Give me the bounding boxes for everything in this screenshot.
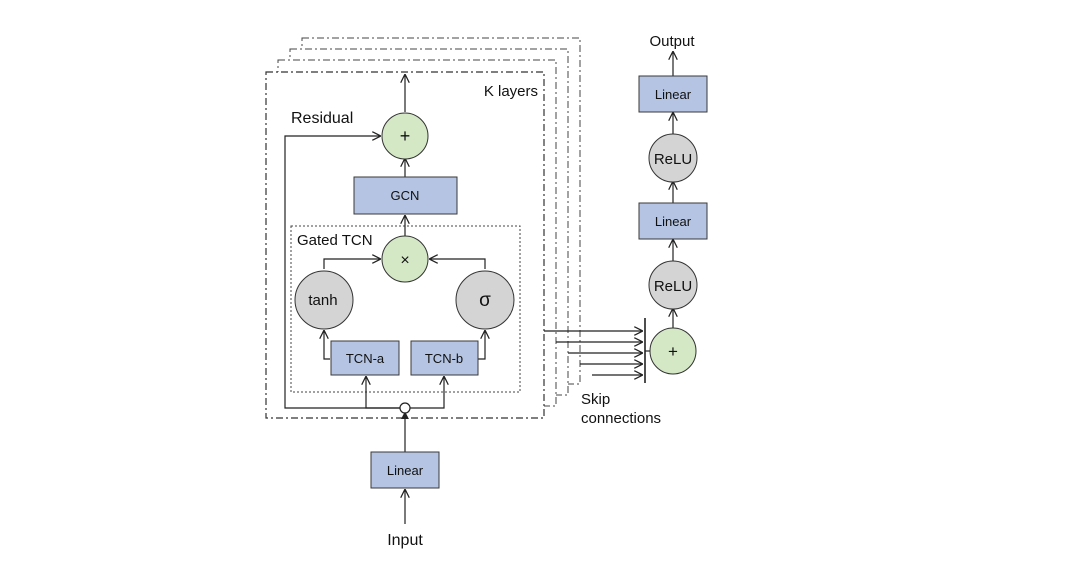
input-label: Input <box>387 532 423 549</box>
node-relu-upper-label: ReLU <box>654 151 692 168</box>
skip-connections-label-line2: connections <box>581 410 661 427</box>
node-plus-skip-label: + <box>668 342 678 361</box>
node-linear-middle: Linear <box>638 202 708 240</box>
split-junction <box>399 402 411 414</box>
node-multiply: × <box>381 235 429 283</box>
skip-connections-label-line1: Skip <box>581 391 610 408</box>
node-plus-residual-label: + <box>400 126 411 146</box>
arrow-sigma-to-multiply <box>430 259 486 269</box>
node-tcn-a: TCN-a <box>330 340 400 376</box>
node-multiply-label: × <box>400 252 409 269</box>
node-gcn: GCN <box>353 176 458 215</box>
residual-label: Residual <box>291 110 353 127</box>
node-plus-skip: + <box>649 327 697 375</box>
path-to-tcn-b <box>410 377 444 409</box>
output-label: Output <box>649 33 695 50</box>
node-linear-input-label: Linear <box>387 463 424 478</box>
arrow-tcn-b-to-sigma <box>478 331 485 360</box>
node-linear-output: Linear <box>638 75 708 113</box>
node-linear-middle-label: Linear <box>655 214 692 229</box>
node-tcn-b: TCN-b <box>410 340 479 376</box>
node-tcn-b-label: TCN-b <box>425 351 463 366</box>
node-relu-lower: ReLU <box>648 260 698 310</box>
node-tanh-label: tanh <box>308 292 337 309</box>
node-linear-input: Linear <box>370 451 440 489</box>
arrow-tanh-to-multiply <box>323 259 380 269</box>
arrow-tcn-a-to-tanh <box>324 331 330 360</box>
residual-path <box>284 136 400 409</box>
node-relu-lower-label: ReLU <box>654 278 692 295</box>
path-to-tcn-a <box>366 377 400 409</box>
node-sigma: σ <box>455 270 515 330</box>
node-tanh: tanh <box>294 270 354 330</box>
node-linear-output-label: Linear <box>655 87 692 102</box>
node-relu-upper: ReLU <box>648 133 698 183</box>
gated-tcn-label: Gated TCN <box>297 232 373 249</box>
k-layers-label: K layers <box>484 83 538 100</box>
node-tcn-a-label: TCN-a <box>346 351 385 366</box>
node-sigma-label: σ <box>479 290 491 311</box>
gated-tcn-frame <box>290 225 521 393</box>
node-plus-residual: + <box>381 112 429 160</box>
node-gcn-label: GCN <box>391 188 420 203</box>
